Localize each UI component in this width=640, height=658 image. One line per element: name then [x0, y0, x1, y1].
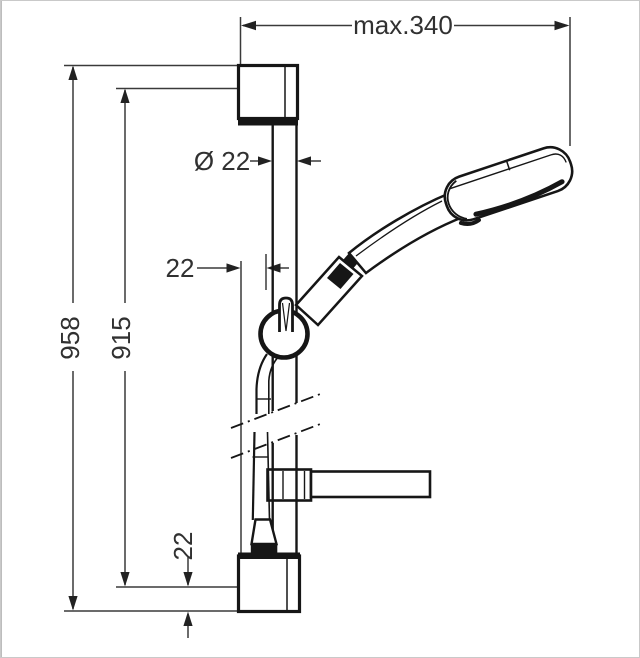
neck-shadow	[458, 218, 481, 227]
label-wall-clearance-mid: 22	[166, 253, 195, 283]
dimension-labels: max.340 958 915 22 Ø 22 22	[55, 10, 453, 560]
dimensions-layer	[64, 17, 571, 638]
dim-max-width	[239, 17, 571, 146]
arrow-left-icon	[241, 20, 256, 31]
arrow-right-icon	[554, 20, 570, 31]
arrow-up-icon	[183, 611, 193, 626]
spray-face-edge	[446, 180, 468, 220]
wall-bracket-bottom	[236, 552, 302, 614]
label-wall-clearance-bottom: 22	[168, 532, 198, 561]
shower-hose	[250, 353, 281, 554]
arrow-up-icon	[68, 65, 78, 80]
hand-shower-head	[443, 145, 574, 227]
slider-holder	[258, 296, 310, 360]
arrow-down-icon	[183, 572, 193, 587]
arrow-down-icon	[68, 596, 78, 611]
grip-band	[343, 252, 360, 268]
grip-band	[327, 263, 354, 289]
arrow-left-icon	[297, 156, 311, 166]
wall-bracket-top	[236, 63, 300, 126]
dim-rail-height	[116, 87, 240, 588]
head-shadow-band	[473, 179, 565, 217]
arrow-right-icon	[226, 263, 241, 273]
hand-shower-cone	[294, 252, 364, 327]
label-max-width: max.340	[353, 10, 453, 40]
arrow-up-icon	[120, 88, 130, 103]
dim-wall-clearance-mid	[197, 254, 289, 553]
label-rail-height: 915	[106, 316, 136, 359]
label-overall-height: 958	[55, 316, 85, 359]
dim-rail-diameter	[250, 156, 321, 166]
arrow-right-icon	[258, 156, 272, 166]
arrow-down-icon	[120, 572, 130, 587]
soap-dish	[266, 468, 432, 502]
dim-wall-clearance-bottom	[183, 557, 193, 638]
label-rail-diameter: Ø 22	[194, 146, 250, 176]
object-layer	[230, 63, 574, 614]
rail-break-marks	[230, 392, 324, 459]
